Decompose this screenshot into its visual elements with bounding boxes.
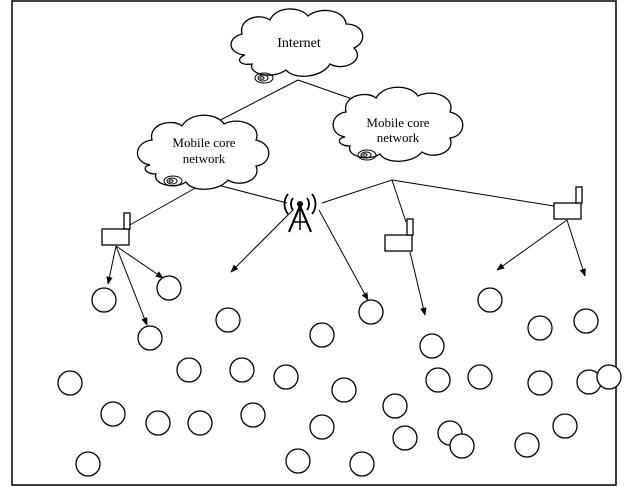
arrow-ap-right-2 — [566, 219, 586, 277]
cloud-icon — [357, 149, 377, 161]
user-device-icon — [137, 325, 163, 351]
access-point-icon — [553, 186, 583, 220]
antenna-tower-icon — [283, 193, 317, 233]
user-device-icon — [514, 432, 540, 458]
user-device-icon — [75, 451, 101, 477]
core-left-line2: network — [183, 151, 226, 166]
user-device-icon — [425, 367, 451, 393]
user-device-icon — [309, 322, 335, 348]
user-device-icon — [273, 364, 299, 390]
link-core-left-ap-left — [127, 181, 207, 227]
user-device-icon — [392, 425, 418, 451]
user-device-icon — [552, 413, 578, 439]
user-device-icon — [145, 410, 171, 436]
user-device-icon — [187, 410, 213, 436]
arrow-tower-right — [318, 209, 369, 301]
core-right-line2: network — [377, 130, 420, 145]
access-point-icon — [101, 212, 131, 246]
arrow-tower-left — [230, 209, 294, 273]
user-device-icon — [176, 357, 202, 383]
core-right-line1: Mobile core — [366, 115, 429, 130]
user-device-icon — [527, 315, 553, 341]
arrow-ap-middle — [409, 251, 427, 316]
arrow-ap-left-1 — [106, 245, 117, 285]
user-device-icon — [596, 364, 622, 390]
internet-label: Internet — [277, 36, 321, 51]
core-left-line1: Mobile core — [172, 135, 235, 150]
user-device-icon — [215, 307, 241, 333]
cloud-icon — [254, 72, 274, 84]
access-point-icon — [384, 218, 414, 252]
user-device-icon — [240, 402, 266, 428]
user-device-icon — [382, 393, 408, 419]
user-device-icon — [100, 401, 126, 427]
user-device-icon — [349, 451, 375, 477]
user-device-icon — [477, 287, 503, 313]
user-device-icon — [419, 333, 445, 359]
user-device-icon — [91, 287, 117, 313]
user-device-icon — [156, 275, 182, 301]
core-network-cloud-right: Mobile core network — [332, 86, 464, 162]
user-device-icon — [285, 448, 311, 474]
user-device-icon — [309, 414, 335, 440]
arrow-ap-left-3 — [115, 245, 148, 326]
downlink-arrows — [106, 209, 586, 326]
link-hub-ap-right — [391, 179, 555, 207]
user-device-icon — [229, 357, 255, 383]
link-tower-hub — [321, 179, 393, 204]
user-device-icon — [331, 377, 357, 403]
arrow-ap-right-1 — [496, 219, 568, 271]
arrow-ap-left-2 — [115, 245, 164, 279]
user-device-icon — [57, 370, 83, 396]
user-devices — [57, 275, 622, 477]
link-hub-ap-middle — [391, 179, 407, 223]
user-device-icon — [449, 433, 475, 459]
core-network-cloud-left: Mobile core network — [136, 114, 270, 190]
internet-cloud: Internet — [230, 8, 364, 84]
user-device-icon — [527, 370, 553, 396]
user-device-icon — [467, 364, 493, 390]
user-device-icon — [573, 308, 599, 334]
diagram-frame — [11, 0, 617, 486]
user-device-icon — [358, 299, 384, 325]
cloud-icon — [163, 175, 183, 187]
